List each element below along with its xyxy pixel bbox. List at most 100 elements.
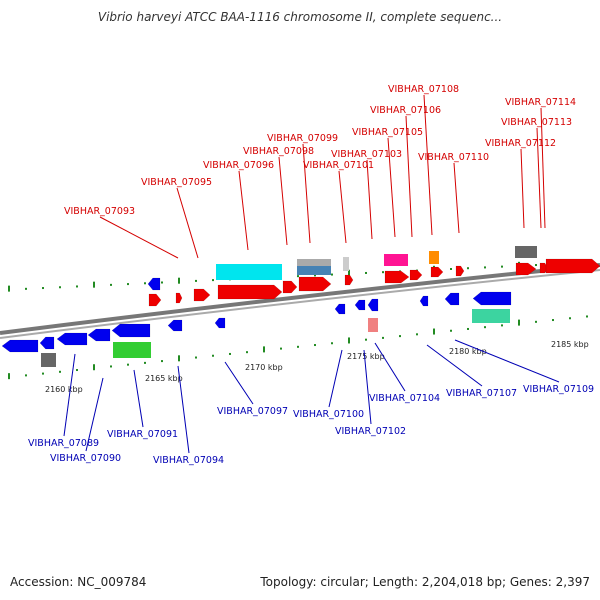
tick-row-bottom-outer-mark: [59, 370, 61, 373]
genome-stats-text: Topology: circular; Length: 2,204,018 bp…: [260, 575, 590, 589]
tick-row-bottom-outer-mark: [331, 342, 333, 345]
tick-row-bottom-outer-mark: [297, 345, 299, 348]
gene-label-leader-line: [85, 377, 104, 452]
gene-label[interactable]: VIBHAR_07108: [388, 84, 459, 95]
tick-row-bottom-outer-mark: [450, 329, 452, 332]
reverse-gene-arrow[interactable]: [354, 299, 366, 311]
forward-gene-arrow[interactable]: [344, 274, 354, 286]
tick-row-bottom-outer-mark: [195, 356, 197, 359]
forward-gene-arrow[interactable]: [175, 292, 183, 304]
gene-label-leader-line: [536, 127, 542, 229]
tick-row-bottom-outer-mark: [416, 333, 418, 336]
reverse-gene-arrow[interactable]: [1, 339, 39, 353]
gene-label[interactable]: VIBHAR_07102: [335, 426, 406, 437]
reverse-gene-arrow[interactable]: [39, 336, 55, 350]
tick-row-bottom-outer-mark: [569, 317, 571, 320]
tick-row-top-outer-mark: [450, 268, 452, 270]
gene-label[interactable]: VIBHAR_07095: [141, 177, 212, 188]
feature-box-cyan[interactable]: [216, 264, 282, 280]
tick-row-top-outer-mark: [93, 281, 95, 288]
forward-gene-arrow[interactable]: [430, 266, 444, 278]
reverse-gene-arrow[interactable]: [56, 332, 88, 346]
reverse-gene-arrow[interactable]: [419, 295, 429, 307]
forward-gene-arrow[interactable]: [193, 288, 211, 302]
gene-label[interactable]: VIBHAR_07090: [50, 453, 121, 464]
tick-row-top-outer-mark: [212, 279, 214, 282]
gene-label[interactable]: VIBHAR_07096: [203, 160, 274, 171]
gene-label[interactable]: VIBHAR_07097: [217, 406, 288, 417]
tick-row-bottom-outer-mark: [314, 344, 316, 347]
feature-box-teal[interactable]: [472, 309, 510, 323]
gene-label-leader-line: [238, 170, 249, 251]
feature-box-darkgray[interactable]: [41, 353, 56, 367]
tick-row-top-outer-mark: [484, 266, 486, 269]
feature-box-steelblue[interactable]: [297, 266, 331, 275]
tick-row-top-outer-mark: [25, 287, 27, 290]
gene-label[interactable]: VIBHAR_07089: [28, 438, 99, 449]
feature-box-orange[interactable]: [429, 251, 439, 264]
tick-row-bottom-outer-mark: [518, 319, 520, 326]
forward-gene-arrow[interactable]: [545, 258, 600, 274]
forward-gene-arrow[interactable]: [282, 280, 298, 294]
tick-row-bottom-outer-mark: [127, 363, 129, 366]
forward-gene-arrow[interactable]: [515, 262, 537, 276]
tick-row-top-outer-mark: [501, 265, 503, 268]
feature-box-gray[interactable]: [297, 259, 331, 269]
gene-label-leader-line: [520, 148, 525, 229]
reverse-gene-arrow[interactable]: [87, 328, 111, 342]
feature-box-green[interactable]: [113, 342, 151, 358]
tick-row-top-outer-mark: [297, 275, 299, 278]
tick-row-bottom-outer-mark: [280, 347, 282, 350]
gene-label-leader-line: [224, 361, 254, 405]
gene-label[interactable]: VIBHAR_07099: [267, 133, 338, 144]
gene-label-leader-line: [63, 353, 76, 437]
forward-gene-arrow[interactable]: [217, 284, 283, 300]
tick-row-top-outer-mark: [144, 282, 146, 285]
gene-label[interactable]: VIBHAR_07110: [418, 152, 489, 163]
forward-gene-arrow[interactable]: [148, 293, 162, 307]
gene-label[interactable]: VIBHAR_07105: [352, 127, 423, 138]
gene-label-leader-line: [363, 349, 372, 425]
reverse-gene-arrow[interactable]: [367, 298, 379, 312]
gene-label[interactable]: VIBHAR_07104: [369, 393, 440, 404]
backbone-strand-bottom: [0, 269, 600, 339]
tick-row-bottom-outer-mark: [212, 354, 214, 357]
gene-label[interactable]: VIBHAR_07091: [107, 429, 178, 440]
reverse-gene-arrow[interactable]: [167, 319, 183, 332]
reverse-gene-arrow[interactable]: [111, 323, 151, 338]
gene-label-leader-line: [176, 187, 199, 259]
gene-label-leader-line: [387, 137, 396, 238]
tick-row-bottom-outer-mark: [399, 335, 401, 338]
reverse-gene-arrow[interactable]: [444, 292, 460, 306]
gene-label[interactable]: VIBHAR_07103: [331, 149, 402, 160]
gene-label[interactable]: VIBHAR_07106: [370, 105, 441, 116]
reverse-gene-arrow[interactable]: [472, 291, 512, 306]
forward-gene-arrow[interactable]: [298, 276, 332, 292]
feature-box-lightgray[interactable]: [343, 257, 349, 271]
feature-box-salmon[interactable]: [368, 318, 378, 332]
gene-label[interactable]: VIBHAR_07098: [243, 146, 314, 157]
gene-label[interactable]: VIBHAR_07114: [505, 97, 576, 108]
gene-label[interactable]: VIBHAR_07093: [64, 206, 135, 217]
gene-label-leader-line: [278, 156, 288, 246]
gene-label[interactable]: VIBHAR_07107: [446, 388, 517, 399]
reverse-gene-arrow[interactable]: [334, 303, 346, 315]
gene-label[interactable]: VIBHAR_07109: [523, 384, 594, 395]
tick-row-bottom-outer-mark: [433, 328, 435, 335]
map-title: Vibrio harveyi ATCC BAA-1116 chromosome …: [97, 10, 503, 24]
gene-label[interactable]: VIBHAR_07112: [485, 138, 556, 149]
gene-label[interactable]: VIBHAR_07094: [153, 455, 224, 466]
gene-label[interactable]: VIBHAR_07101: [303, 160, 374, 171]
forward-gene-arrow[interactable]: [409, 269, 423, 281]
gene-label[interactable]: VIBHAR_07113: [501, 117, 572, 128]
gene-label-leader-line: [366, 159, 373, 240]
forward-gene-arrow[interactable]: [455, 265, 465, 277]
tick-row-bottom-outer-mark: [42, 372, 44, 375]
feature-box-darkgray[interactable]: [515, 246, 537, 258]
reverse-gene-arrow[interactable]: [147, 277, 161, 291]
forward-gene-arrow[interactable]: [384, 270, 410, 284]
gene-label[interactable]: VIBHAR_07100: [293, 409, 364, 420]
feature-box-pink[interactable]: [384, 254, 408, 266]
tick-row-top-outer-mark: [161, 281, 163, 284]
reverse-gene-arrow[interactable]: [214, 317, 226, 329]
